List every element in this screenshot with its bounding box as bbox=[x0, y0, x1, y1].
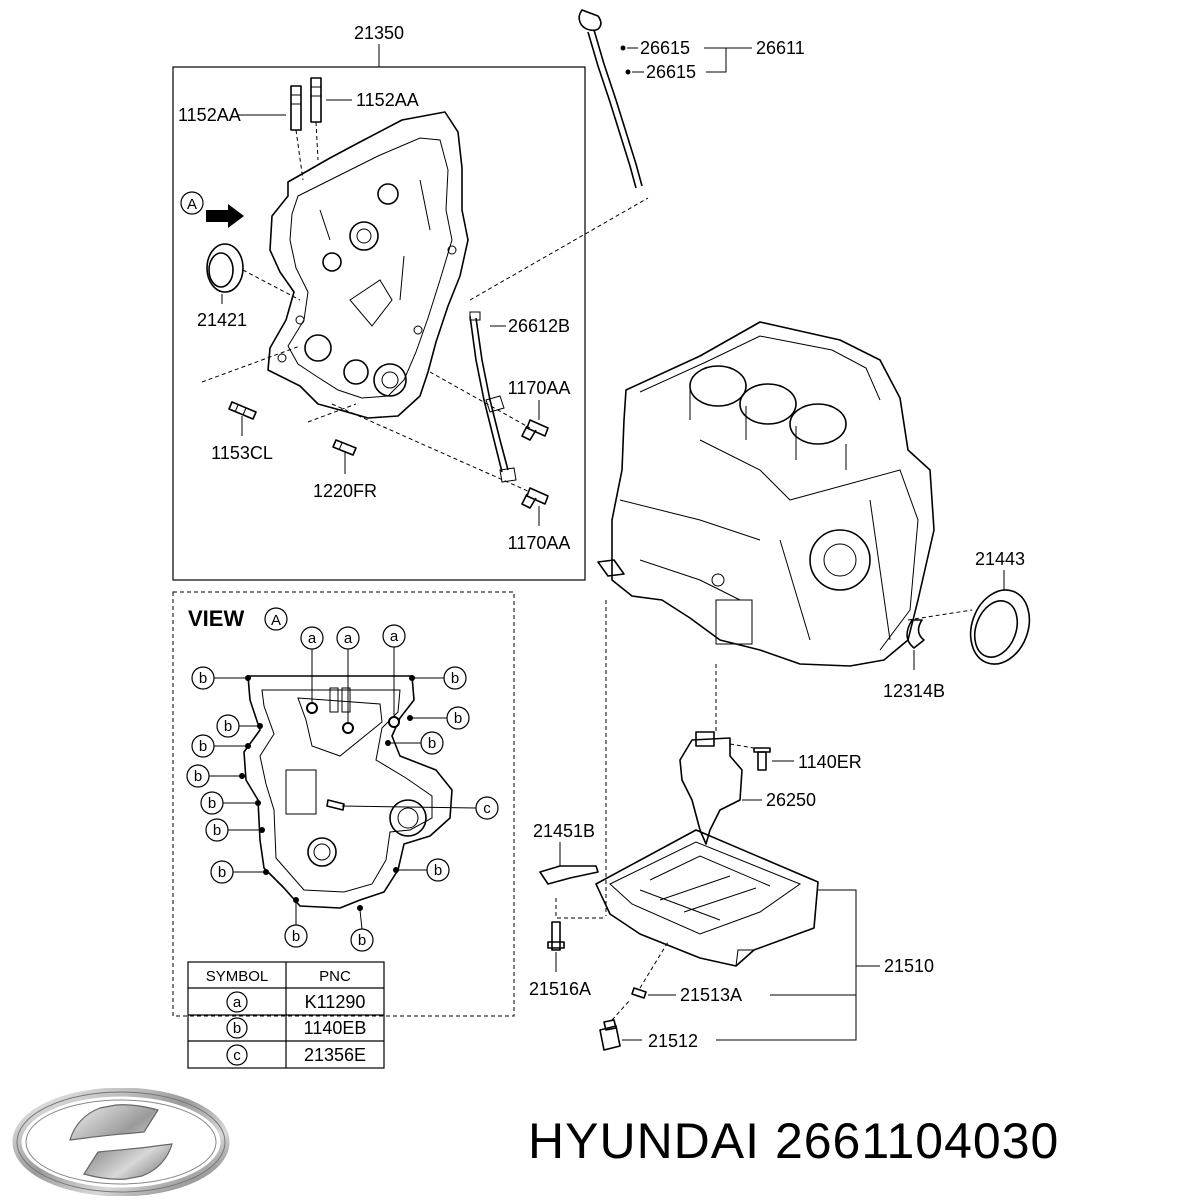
drain-plug-21512 bbox=[599, 999, 631, 1051]
svg-text:b: b bbox=[428, 735, 436, 752]
timing-cover-group: 21350 1152AA 1152AA bbox=[172, 23, 649, 581]
svg-text:b: b bbox=[213, 822, 221, 839]
label-26612b: 26612B bbox=[508, 316, 570, 336]
view-title: VIEW bbox=[188, 606, 244, 631]
gasket-21513a bbox=[631, 941, 669, 999]
table-pnc-a: K11290 bbox=[305, 992, 366, 1012]
label-21516a: 21516A bbox=[529, 979, 591, 999]
table-header-pnc: PNC bbox=[319, 968, 351, 985]
svg-text:a: a bbox=[308, 630, 317, 647]
view-a-arrow-icon bbox=[206, 204, 244, 228]
label-1152aa-right: 1152AA bbox=[356, 90, 419, 110]
bolt-1220fr bbox=[332, 439, 357, 456]
svg-text:b: b bbox=[199, 670, 207, 687]
table-symbol-a: a bbox=[233, 994, 242, 1011]
svg-text:b: b bbox=[358, 932, 366, 949]
label-21350: 21350 bbox=[354, 23, 404, 43]
label-21443: 21443 bbox=[975, 549, 1025, 569]
label-21510: 21510 bbox=[884, 956, 934, 976]
bearing-12314b bbox=[906, 619, 925, 649]
label-26250: 26250 bbox=[766, 790, 816, 810]
view-title-marker: A bbox=[271, 612, 281, 629]
seal-21421 bbox=[206, 243, 301, 301]
part-number: 2661104030 bbox=[774, 1113, 1060, 1169]
label-1170aa-lower: 1170AA bbox=[508, 533, 571, 553]
dipstick-tube-26612b bbox=[469, 311, 517, 483]
label-21421: 21421 bbox=[197, 310, 247, 330]
label-26615-a: 26615 bbox=[640, 38, 690, 58]
table-symbol-c: c bbox=[233, 1047, 241, 1064]
label-1220fr: 1220FR bbox=[313, 481, 377, 501]
bolt-1140er bbox=[729, 743, 771, 771]
stud-1152aa bbox=[290, 77, 322, 181]
svg-text:b: b bbox=[194, 768, 202, 785]
svg-text:b: b bbox=[451, 670, 459, 687]
svg-text:b: b bbox=[208, 795, 216, 812]
svg-text:a: a bbox=[390, 628, 399, 645]
bolt-1170aa-lower bbox=[521, 487, 549, 509]
table-header-symbol: SYMBOL bbox=[206, 968, 269, 985]
label-21513a: 21513A bbox=[680, 985, 742, 1005]
symbol-table: SYMBOL PNC a K11290 b 1140EB c 21356E bbox=[187, 961, 385, 1069]
oil-pan-21510 bbox=[595, 829, 819, 967]
svg-text:b: b bbox=[454, 710, 462, 727]
label-21512: 21512 bbox=[648, 1031, 698, 1051]
view-a-marker: A bbox=[180, 191, 244, 228]
table-pnc-c: 21356E bbox=[304, 1045, 366, 1065]
bolt-21516a bbox=[547, 921, 565, 951]
svg-text:b: b bbox=[434, 862, 442, 879]
svg-text:a: a bbox=[344, 630, 353, 647]
bolt-1170aa-upper bbox=[521, 419, 549, 441]
view-cover-outline bbox=[243, 675, 453, 909]
svg-text:b: b bbox=[292, 928, 300, 945]
dipstick-group: 26615 26615 26611 bbox=[578, 9, 805, 189]
view-a-frame bbox=[172, 591, 515, 1017]
brand-name: HYUNDAI bbox=[528, 1113, 761, 1169]
oil-strainer-26250 bbox=[679, 664, 743, 845]
baffle-21451b bbox=[539, 865, 599, 885]
svg-text:c: c bbox=[483, 800, 491, 817]
bolt-1153cl bbox=[228, 401, 257, 420]
cylinder-block bbox=[597, 321, 935, 667]
label-26611: 26611 bbox=[756, 38, 805, 58]
svg-text:b: b bbox=[218, 864, 226, 881]
label-21451b: 21451B bbox=[533, 821, 595, 841]
label-1170aa-upper: 1170AA bbox=[508, 378, 571, 398]
label-26615-b: 26615 bbox=[646, 62, 696, 82]
view-a-letter: A bbox=[187, 196, 197, 213]
dipstick-handle bbox=[578, 9, 602, 32]
table-symbol-b: b bbox=[233, 1020, 241, 1037]
table-pnc-b: 1140EB bbox=[304, 1018, 367, 1038]
view-a-group: VIEW A a a a b b b b b b bbox=[172, 591, 515, 1069]
hyundai-logo-icon bbox=[12, 1088, 230, 1196]
label-1153cl: 1153CL bbox=[211, 443, 273, 463]
brand-footer: HYUNDAI 2661104030 bbox=[528, 1112, 1059, 1170]
svg-text:b: b bbox=[199, 738, 207, 755]
label-1140er: 1140ER bbox=[798, 752, 862, 772]
svg-text:b: b bbox=[224, 718, 232, 735]
seal-21443 bbox=[969, 589, 1031, 665]
label-12314b: 12314B bbox=[883, 681, 945, 701]
label-1152aa-left: 1152AA bbox=[178, 105, 241, 125]
timing-cover bbox=[267, 111, 469, 419]
